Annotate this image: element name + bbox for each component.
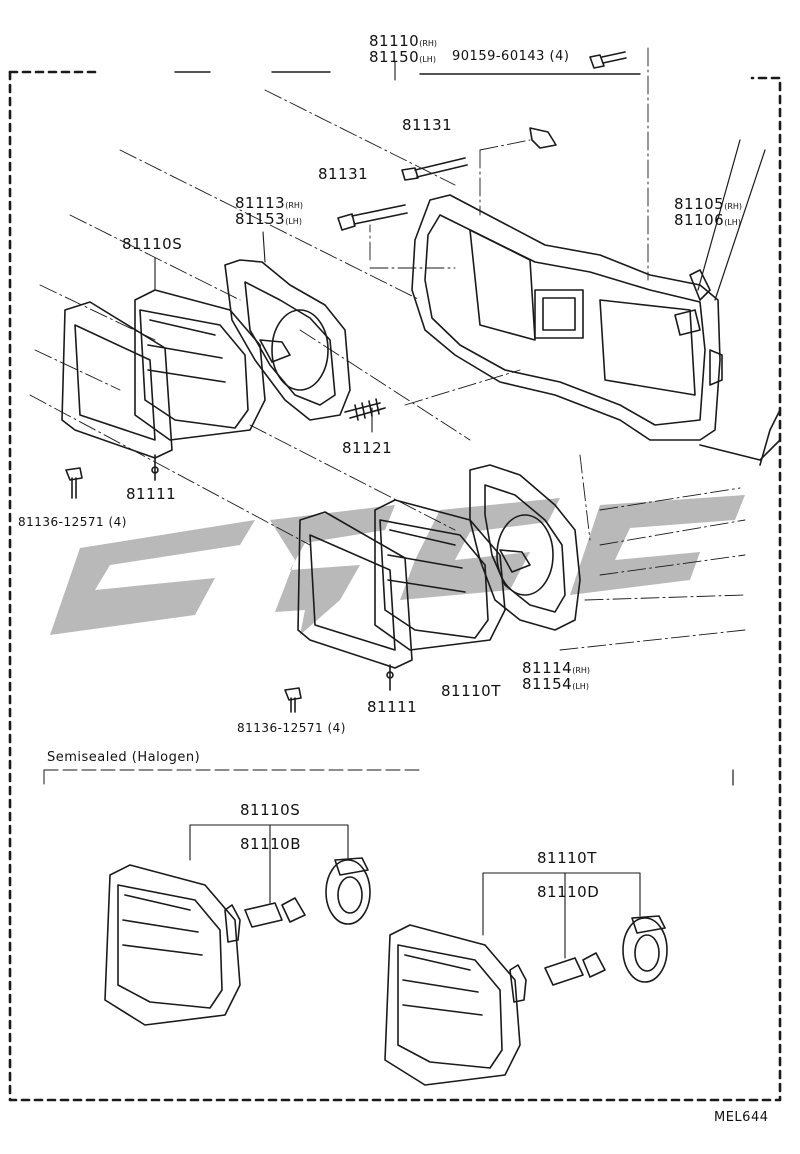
label-81110S-upper: 81110S	[122, 235, 183, 253]
label-81113-rh: 81113(RH)	[235, 194, 304, 212]
mounting-bracket-upper	[224, 259, 351, 421]
bottom-right-leaders	[482, 872, 641, 959]
halogen-bulb-81110B	[244, 897, 306, 928]
label-81110D: 81110D	[537, 883, 600, 901]
door-frame-lower	[297, 511, 413, 691]
label-81131-upper: 81131	[402, 116, 453, 134]
adjusting-spring-81121	[344, 398, 386, 421]
headlamp-housing	[411, 194, 781, 466]
section-title: Semisealed (Halogen)	[47, 750, 201, 765]
guide-lines	[29, 47, 746, 651]
bulb-socket-left	[325, 857, 371, 925]
label-81110T-lower: 81110T	[537, 849, 597, 867]
screw-81136-left	[65, 467, 83, 499]
section-divider	[43, 769, 421, 786]
retaining-clip	[529, 127, 557, 149]
label-81110S-lower: 81110S	[240, 801, 301, 819]
label-81136-middle: 81136-12571 (4)	[237, 721, 346, 735]
label-81136-left: 81136-12571 (4)	[18, 515, 127, 529]
label-81154-lh: 81154(LH)	[522, 675, 589, 693]
label-81114-rh: 81114(RH)	[522, 659, 591, 677]
adjusting-screw-81131-upper	[401, 157, 468, 181]
housing-leaders	[697, 139, 766, 301]
label-81106-lh: 81106(LH)	[674, 211, 741, 229]
bulb-socket-right	[622, 915, 668, 983]
frame-top-segments	[174, 71, 641, 75]
label-81110-rh: 81110(RH)	[369, 32, 438, 50]
halogen-bulb-81110D	[544, 952, 606, 986]
label-81110B: 81110B	[240, 835, 302, 853]
watermark-logo	[50, 495, 745, 635]
halogen-unit-right	[384, 924, 527, 1086]
label-81111-left: 81111	[126, 485, 177, 503]
label-81131-lower: 81131	[318, 165, 369, 183]
bottom-left-leaders	[189, 824, 349, 904]
label-90159: 90159-60143 (4)	[452, 49, 570, 64]
label-81110T-middle: 81110T	[441, 682, 501, 700]
label-81150-lh: 81150(LH)	[369, 48, 436, 66]
label-81105-rh: 81105(RH)	[674, 195, 743, 213]
outer-frame	[8, 70, 782, 1102]
bolt-90159	[589, 51, 627, 69]
adjusting-screw-81131-lower	[337, 204, 408, 231]
label-81153-lh: 81153(LH)	[235, 210, 302, 228]
headlamp-unit-upper	[134, 289, 291, 441]
door-frame-upper	[61, 301, 173, 481]
top-leaders	[154, 61, 396, 433]
halogen-unit-left	[104, 864, 241, 1026]
screw-81136-middle	[284, 687, 302, 713]
label-81111-middle: 81111	[367, 698, 418, 716]
headlamp-unit-lower	[374, 499, 531, 651]
label-81121: 81121	[342, 439, 393, 457]
figure-code: MEL644	[714, 1110, 769, 1125]
